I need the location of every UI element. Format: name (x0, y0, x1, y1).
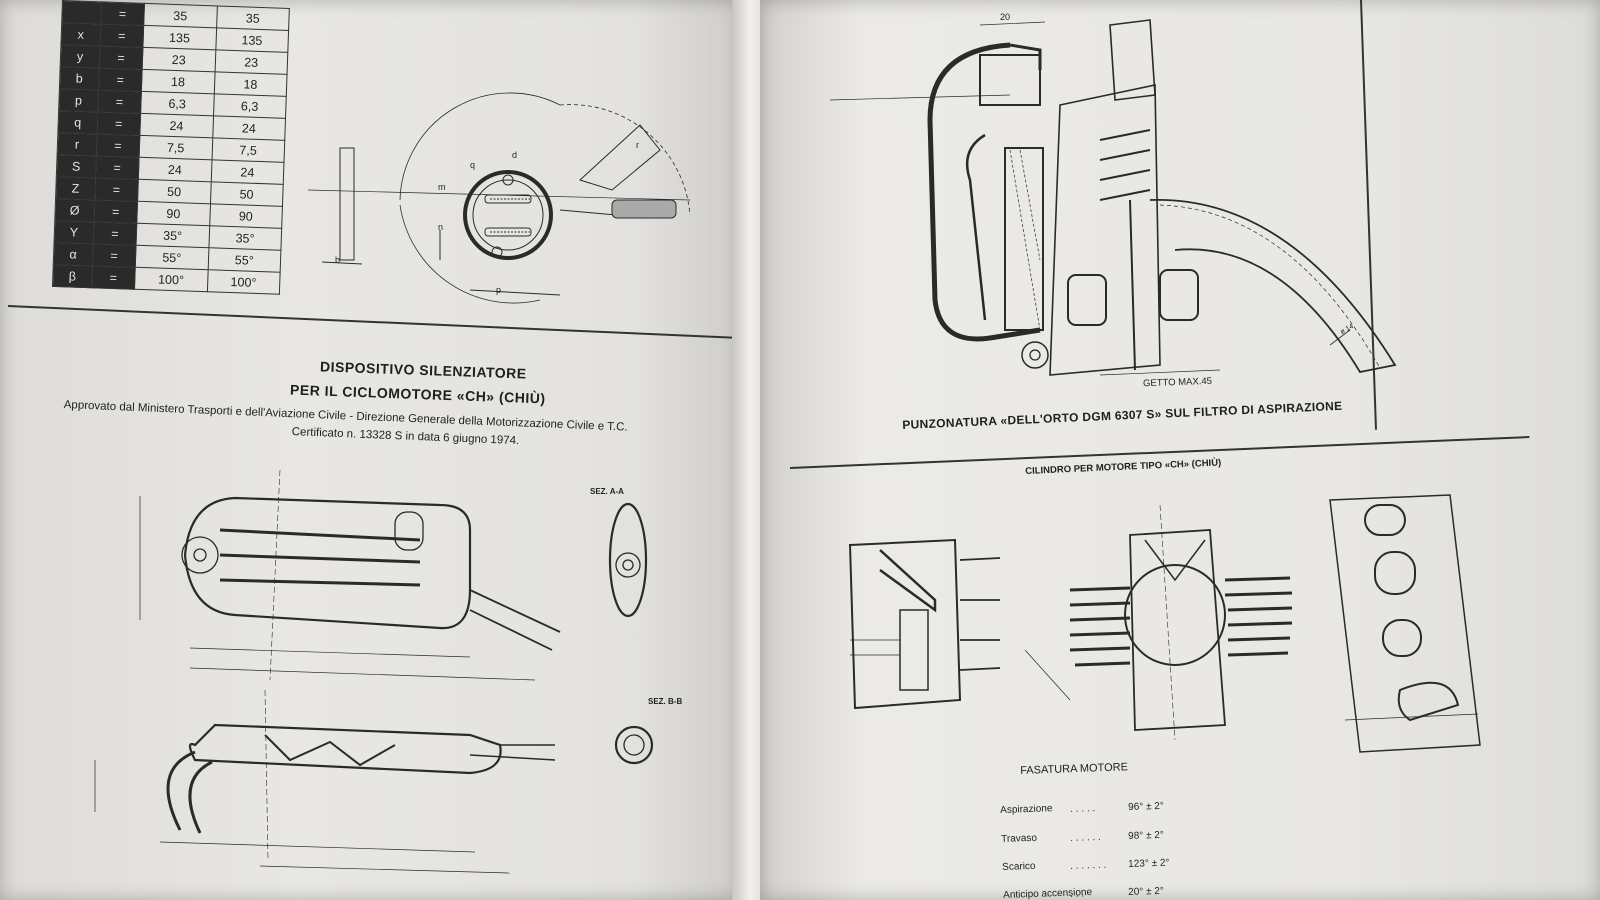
param-equals: = (100, 1, 145, 26)
timing-value: 20° ± 2° (1128, 885, 1165, 898)
param-value-1: 35 (143, 3, 217, 28)
timing-dots: . . . . . . . (1070, 859, 1107, 872)
param-equals: = (98, 67, 143, 92)
param-value-1: 18 (141, 69, 215, 94)
param-value-1: 90 (136, 201, 210, 226)
param-value-1: 23 (142, 47, 216, 72)
param-equals: = (94, 177, 139, 202)
timing-label: Scarico (1002, 860, 1036, 873)
param-symbol: β (52, 264, 93, 288)
param-symbol: p (58, 88, 99, 112)
param-symbol: r (57, 132, 97, 156)
approval-line2: Certificato n. 13328 S in data 6 giugno … (291, 426, 520, 448)
silencer-title-line1: DISPOSITIVO SILENZIATORE (319, 358, 527, 382)
param-equals: = (92, 243, 136, 268)
param-symbol: x (60, 22, 101, 46)
section-divider (7, 305, 733, 339)
param-value-2: 7,5 (211, 137, 285, 163)
timing-dots: . . . . . (1070, 803, 1096, 815)
param-value-1: 6,3 (140, 91, 214, 116)
param-value-2: 55° (207, 247, 281, 273)
label-p: p (496, 285, 502, 295)
param-symbol (61, 0, 102, 24)
param-symbol: b (59, 66, 100, 90)
param-value-2: 24 (212, 115, 286, 141)
timing-value: 123° ± 2° (1128, 857, 1170, 870)
param-symbol: q (57, 110, 98, 134)
param-equals: = (97, 89, 142, 114)
label-r: r (636, 140, 639, 150)
param-symbol: α (53, 242, 94, 266)
param-value-1: 24 (139, 113, 214, 138)
label-q: q (470, 160, 476, 170)
param-equals: = (96, 133, 140, 158)
param-value-1: 100° (134, 267, 208, 292)
timing-dots: . . . . . . (1070, 831, 1101, 844)
silencer-title-line2: PER IL CICLOMOTORE «CH» (CHIÙ) (289, 381, 546, 407)
param-equals: = (91, 265, 136, 290)
timing-label: Travaso (1001, 832, 1038, 845)
param-value-1: 135 (142, 25, 217, 50)
brake-lever-plate (339, 147, 355, 261)
param-value-2: 50 (209, 181, 284, 207)
param-value-2: 135 (215, 27, 289, 53)
param-symbol: Ø (54, 198, 95, 222)
section-bb-label: SEZ. B-B (648, 697, 683, 706)
param-value-1: 24 (138, 157, 212, 182)
param-equals: = (99, 23, 144, 48)
section-aa-label: SEZ. A-A (590, 487, 624, 496)
param-symbol: y (60, 44, 100, 68)
label-m: m (438, 182, 446, 192)
param-value-2: 35 (216, 5, 290, 31)
param-value-2: 90 (209, 203, 283, 229)
param-equals: = (93, 221, 137, 246)
param-equals: = (99, 45, 143, 70)
label-n: n (438, 222, 444, 232)
param-equals: = (93, 199, 138, 224)
brake-handle-grip (611, 199, 677, 219)
label-b: b (335, 255, 341, 265)
param-value-2: 23 (214, 49, 288, 75)
label-d: d (512, 150, 518, 160)
param-symbol: Y (54, 220, 94, 244)
right-frame-edge (1360, 0, 1378, 430)
timing-label: Aspirazione (1000, 803, 1053, 816)
param-value-1: 7,5 (139, 135, 213, 160)
param-value-1: 55° (135, 245, 209, 270)
param-value-2: 100° (206, 269, 281, 295)
param-equals: = (96, 111, 141, 136)
timing-value: 96° ± 2° (1128, 800, 1165, 813)
param-value-1: 35° (135, 223, 210, 248)
param-symbol: S (56, 154, 97, 178)
param-equals: = (95, 155, 140, 180)
param-value-2: 35° (208, 225, 282, 251)
right-page (760, 0, 1600, 900)
timing-dots: . . . (1070, 888, 1085, 900)
param-value-1: 50 (137, 179, 211, 204)
param-value-2: 6,3 (213, 93, 287, 119)
param-symbol: Z (55, 176, 96, 200)
param-value-2: 24 (210, 159, 284, 185)
dim-20: 20 (1000, 12, 1011, 22)
param-value-2: 18 (213, 71, 288, 97)
timing-value: 98° ± 2° (1128, 829, 1165, 842)
